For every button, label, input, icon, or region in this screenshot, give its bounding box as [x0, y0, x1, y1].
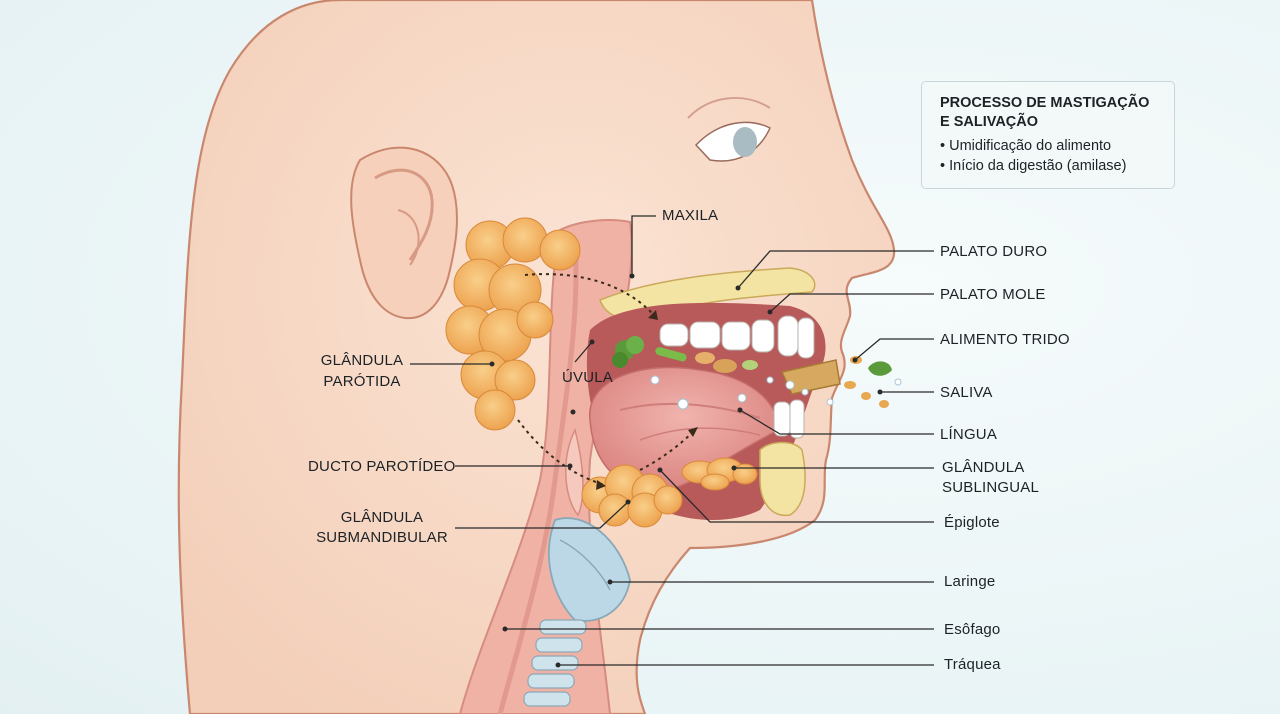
info-box: PROCESSO DE MASTIGAÇÃO E SALIVAÇÃO • Umi…: [921, 81, 1175, 189]
sublingual-gland: [681, 457, 758, 491]
label-glandula-sublingual-1: GLÂNDULA: [942, 459, 1025, 476]
saliva-droplets: [650, 375, 902, 410]
label-glandula-parotida-2: PARÓTIDA: [323, 373, 401, 390]
submandibular-gland: [581, 464, 683, 528]
info-box-title-line2: E SALIVAÇÃO: [940, 114, 1039, 130]
info-box-item: • Umidificação do alimento: [940, 138, 1112, 154]
larynx-shape: [548, 517, 631, 622]
label-glandula-sublingual-2: SUBLINGUAL: [942, 479, 1040, 496]
label-glandula-submandibular-1: GLÂNDULA: [340, 509, 424, 526]
label-ducto-parotideo: DUCTO PAROTÍDEO: [308, 458, 456, 475]
upper-teeth: [659, 315, 815, 359]
label-maxila: MAXILA: [662, 207, 719, 224]
label-alimento-trido: ALIMENTO TRIDO: [940, 331, 1070, 348]
label-saliva: SALIVA: [940, 384, 993, 401]
leader-lines: [410, 215, 934, 666]
label-palato-mole: PALATO MOLE: [940, 286, 1046, 303]
lower-teeth: [773, 399, 805, 439]
leader-uvula: [574, 341, 593, 363]
leader-submandibular: [455, 501, 629, 529]
duct-arrows: [517, 273, 696, 486]
leader-alimento: [854, 338, 934, 361]
leader-epiglote: [659, 469, 934, 523]
label-glandula-submandibular-2: SUBMANDIBULAR: [316, 529, 448, 546]
label-palato-duro: PALATO DURO: [940, 243, 1048, 260]
label-glandula-parotida-1: GLÂNDULA: [320, 352, 404, 369]
info-box-title-line1: PROCESSO DE MASTIGAÇÃO: [940, 95, 1150, 111]
label-esofago: Esôfago: [944, 621, 1001, 638]
label-epiglote: Épiglote: [944, 514, 1000, 531]
label-uvula: ÚVULA: [562, 369, 614, 386]
leader-maxila: [631, 215, 656, 276]
label-traquea: Tráquea: [944, 656, 1001, 673]
parotid-gland: [445, 217, 581, 431]
leader-lingua: [739, 409, 934, 435]
label-lingua: LÍNGUA: [940, 426, 998, 443]
leader-palato-mole: [769, 293, 934, 313]
food-particles: [612, 336, 892, 408]
leader-palato-duro: [737, 250, 934, 289]
label-laringe: Laringe: [944, 573, 996, 590]
mandible-bone: [759, 441, 806, 516]
trachea-rings: [523, 619, 587, 707]
info-box-item: • Início da digestão (amilase): [940, 158, 1127, 174]
